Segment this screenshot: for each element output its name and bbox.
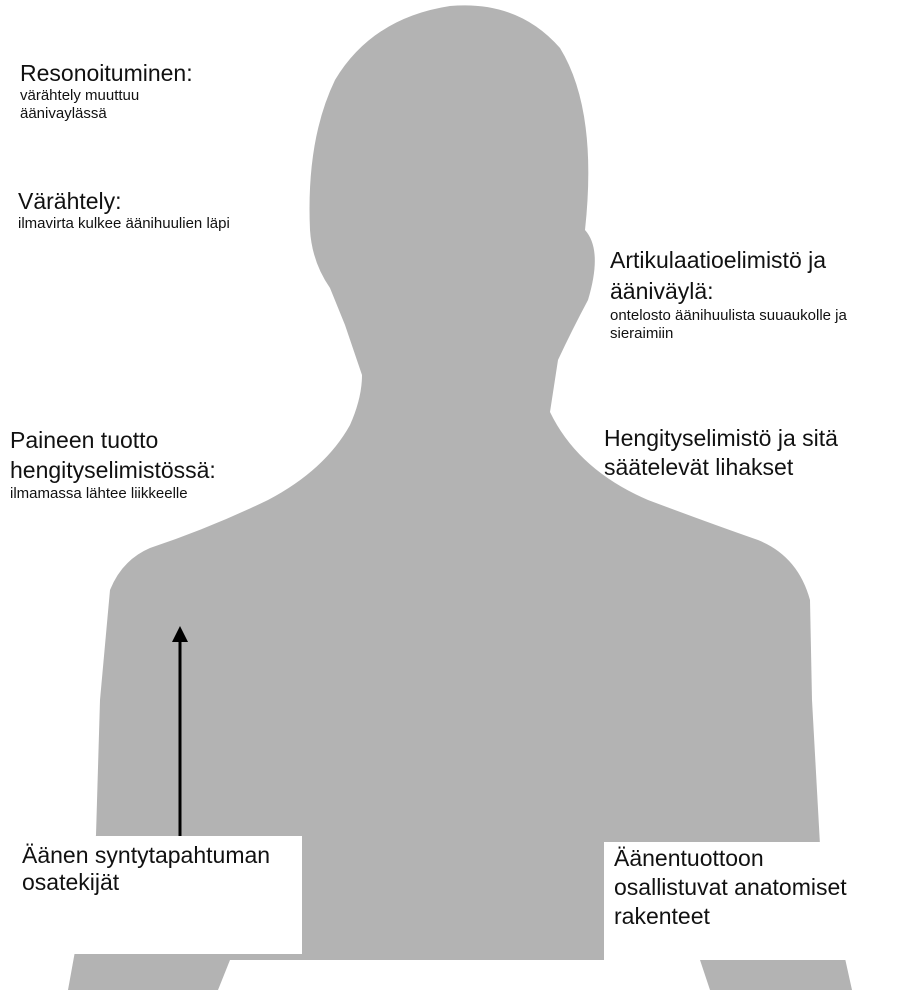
pressure-description: ilmamassa lähtee liikkeelle [10,485,290,503]
articulation-title: Artikulaatioelimistö ja ääniväylä: [610,245,895,307]
pressure-title: Paineen tuotto hengityselimistössä: [10,425,290,485]
resonance-description: värähtely muuttuu äänivaylässä [20,87,200,123]
label-vibration: Värähtely: ilmavirta kulkee äänihuulien … [18,188,280,233]
respiratory-title: Hengityselimistö ja sitä säätelevät liha… [604,424,894,482]
label-resonance: Resonoituminen: värähtely muuttuu ääniva… [20,60,200,123]
anatomy-box: Äänentuottoon osallistuvat anatomiset ra… [604,842,889,960]
vibration-title: Värähtely: [18,188,280,215]
process-box: Äänen syntytapahtuman osatekijät [12,836,302,954]
articulation-description: ontelosto äänihuulista suuaukolle ja sie… [610,307,895,343]
resonance-title: Resonoituminen: [20,60,200,87]
vibration-description: ilmavirta kulkee äänihuulien läpi [18,215,280,233]
label-pressure: Paineen tuotto hengityselimistössä: ilma… [10,425,290,503]
label-respiratory: Hengityselimistö ja sitä säätelevät liha… [604,424,894,482]
label-articulation: Artikulaatioelimistö ja ääniväylä: ontel… [610,245,895,343]
